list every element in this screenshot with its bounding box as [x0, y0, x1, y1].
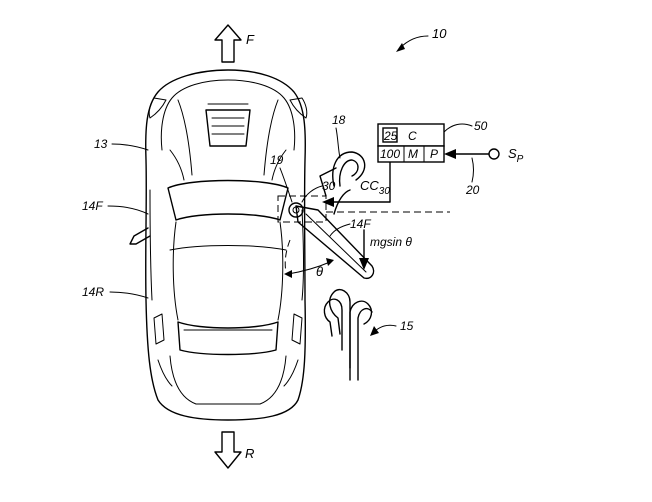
sensor-main: S — [508, 146, 517, 161]
angle-label: θ — [316, 264, 323, 279]
angle-arc — [284, 258, 334, 278]
door-rear-label: 14R — [82, 285, 104, 299]
door-rear-leader — [110, 292, 148, 298]
controller-label: 50 — [474, 119, 488, 133]
hinge-pins-illustration — [324, 290, 372, 380]
hinge-label: 19 — [270, 153, 284, 167]
controller-top-value: 25 — [383, 129, 398, 143]
controller-bottom-value: 100 — [380, 147, 400, 161]
figure-reference-arrow-icon — [396, 36, 428, 52]
bracket-label: 18 — [332, 113, 346, 127]
bracket-leader — [336, 128, 340, 158]
force-label: mgsin θ — [370, 235, 412, 249]
control-signal-main: CC — [360, 178, 379, 193]
forward-label: F — [246, 32, 255, 47]
control-signal-label: CC30 — [360, 178, 390, 197]
controller-bottom-p: P — [430, 147, 438, 161]
control-signal-subscript: 30 — [379, 186, 391, 197]
sensor-line-label: 20 — [465, 183, 480, 197]
door-front-left-label: 14F — [82, 199, 103, 213]
rear-arrow-icon — [215, 432, 241, 468]
sensor-signal-arrow-icon — [444, 149, 499, 159]
sensor-label: SP — [508, 146, 524, 165]
vehicle-leader — [112, 144, 148, 150]
controller-top-text: C — [408, 129, 417, 143]
vehicle-label: 13 — [94, 137, 108, 151]
rear-label: R — [245, 446, 254, 461]
figure-reference: 10 — [432, 26, 447, 41]
controller-leader — [444, 124, 472, 132]
door-front-left-leader — [108, 206, 148, 214]
force-arrow-icon — [359, 230, 369, 270]
door-swing-path — [285, 240, 290, 272]
sensor-line-leader — [472, 158, 474, 182]
hinge-pins-arrow-icon — [370, 325, 396, 336]
vehicle-body — [130, 70, 307, 420]
forward-arrow-icon — [215, 25, 241, 62]
hinge-pins-label: 15 — [400, 319, 414, 333]
controller-bottom-m: M — [408, 147, 418, 161]
door-front-right-label: 14F — [350, 217, 371, 231]
sensor-subscript: P — [517, 154, 524, 165]
